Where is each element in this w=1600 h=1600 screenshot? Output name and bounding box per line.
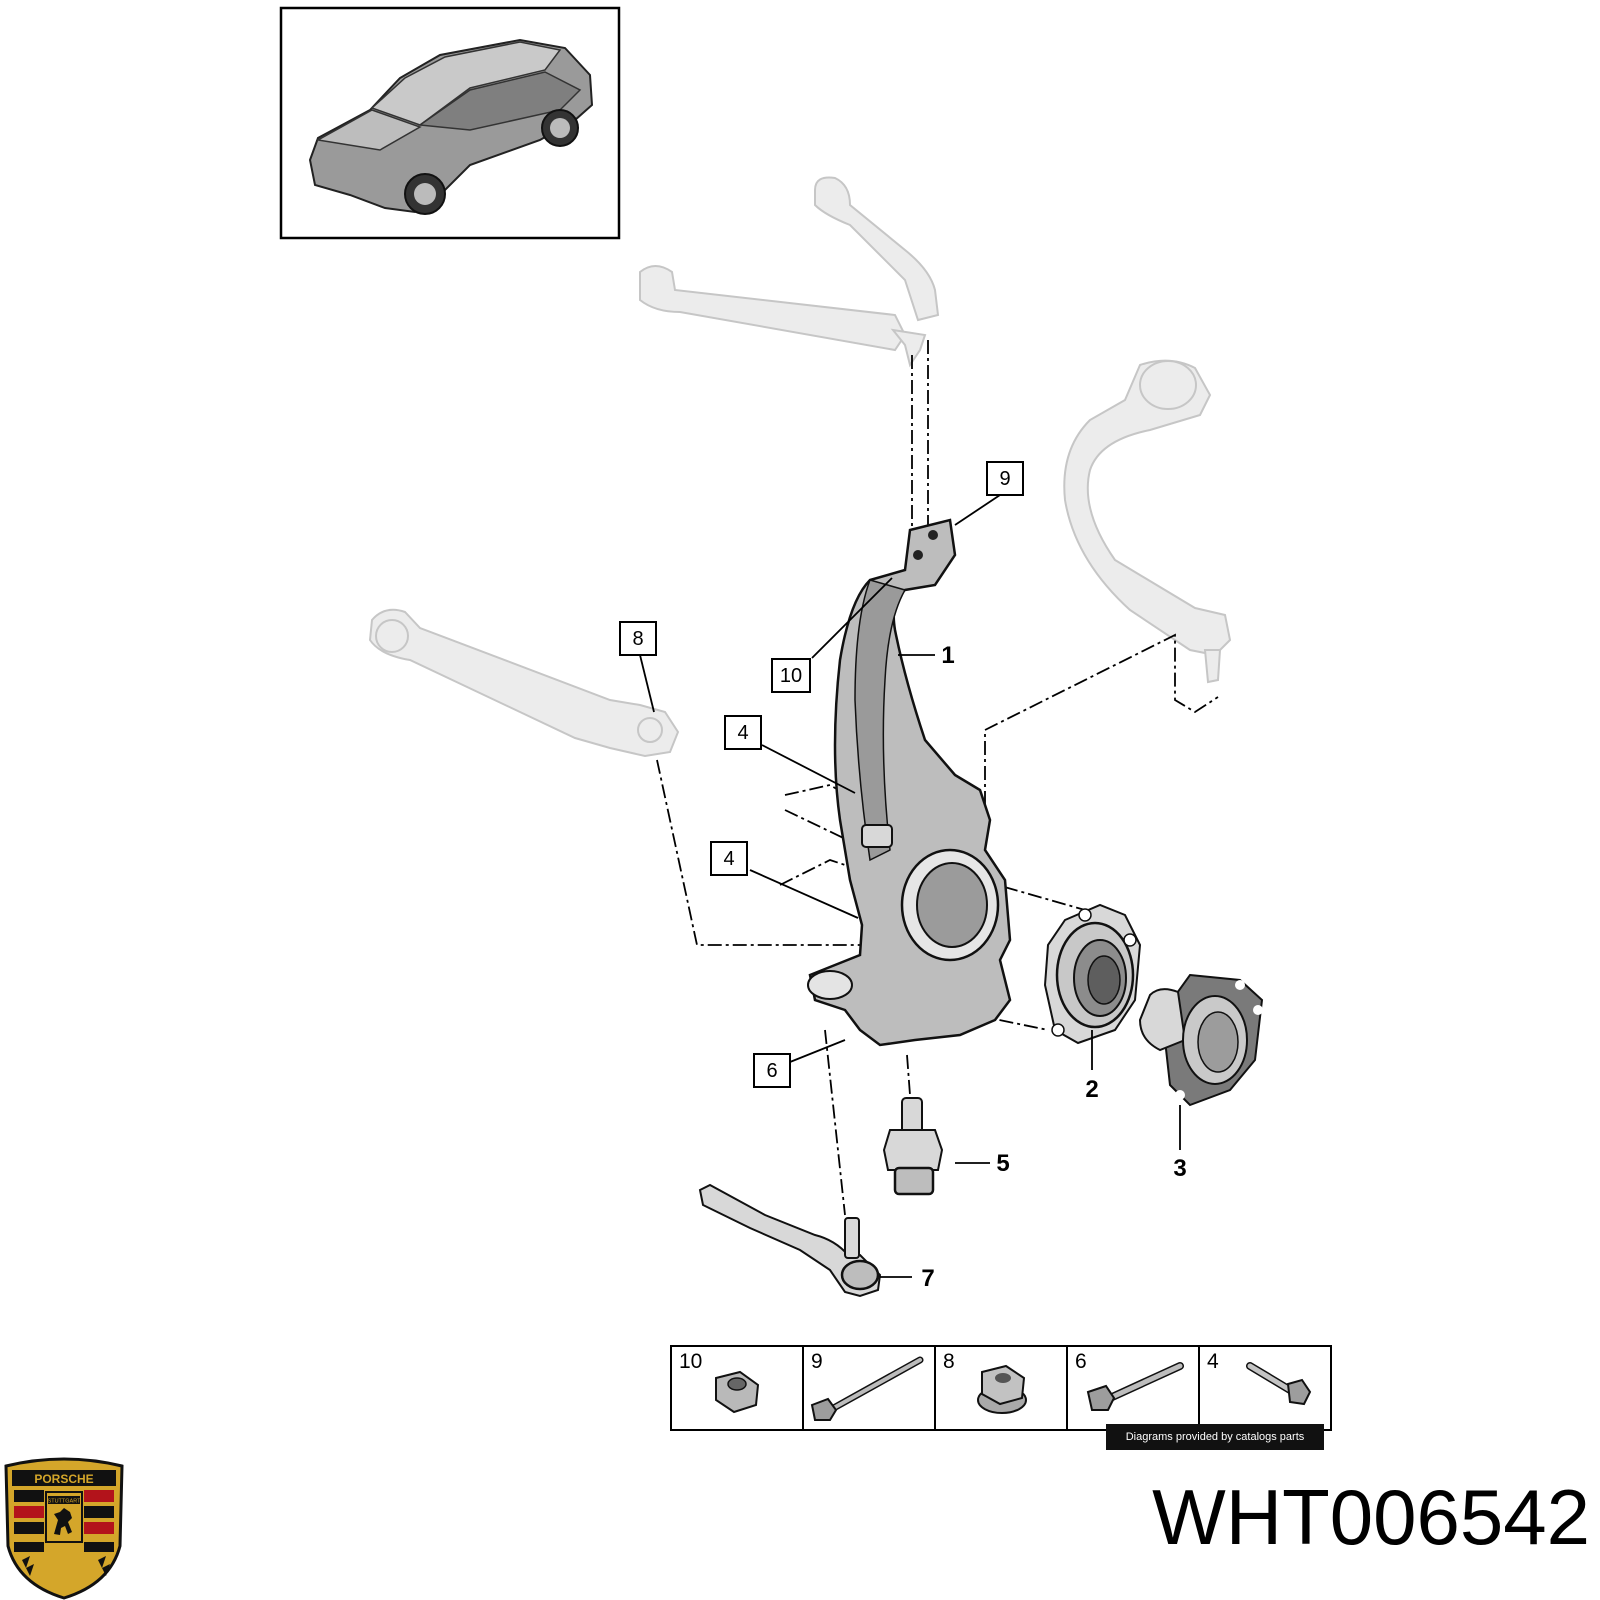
suv-illustration — [308, 38, 594, 215]
long-bolt-icon — [810, 1356, 924, 1421]
legend-num-4: 4 — [1207, 1350, 1219, 1373]
lower-control-arm-ghost — [368, 608, 680, 758]
label-2: 2 — [1085, 1076, 1098, 1103]
callout-6: 6 — [753, 1053, 791, 1088]
callout-4-upper: 4 — [724, 715, 762, 750]
rear-upper-arm-ghost — [1063, 359, 1232, 684]
label-1: 1 — [941, 642, 954, 669]
callout-4-lower-label: 4 — [723, 848, 734, 870]
callout-4-upper-label: 4 — [737, 722, 748, 744]
leader-lines — [639, 494, 1181, 1278]
steering-knuckle — [807, 518, 1012, 1047]
label-3: 3 — [1173, 1155, 1186, 1182]
horse-icon — [54, 1508, 72, 1535]
logo-brand-text: PORSCHE — [34, 1472, 93, 1486]
callout-10: 10 — [771, 658, 811, 693]
label-7: 7 — [921, 1265, 934, 1292]
callout-8-label: 8 — [632, 628, 643, 650]
part-number: WHT006542 — [1152, 1473, 1590, 1561]
callout-4-lower: 4 — [710, 841, 748, 876]
callout-6-label: 6 — [766, 1060, 777, 1082]
legend-cell-4 — [1198, 1345, 1332, 1431]
ball-joint — [882, 1097, 944, 1196]
legend-num-10: 10 — [679, 1350, 702, 1373]
bolt-icon — [1086, 1362, 1184, 1411]
hex-nut-icon — [715, 1370, 760, 1414]
short-bolt-icon — [1246, 1362, 1312, 1406]
logo-city-text: STUTTGART — [48, 1499, 82, 1505]
wheel-bearing — [1043, 903, 1142, 1045]
callout-10-label: 10 — [780, 665, 802, 687]
legend-num-9: 9 — [811, 1350, 823, 1373]
callout-8: 8 — [619, 621, 657, 656]
wheel-hub — [1138, 973, 1264, 1107]
callout-9-label: 9 — [999, 468, 1010, 490]
callout-9: 9 — [986, 461, 1024, 496]
vehicle-thumbnail — [279, 6, 621, 240]
diagram-credit: Diagrams provided by catalogs parts — [1106, 1424, 1324, 1450]
flange-nut-icon — [977, 1364, 1027, 1414]
upper-control-arm-ghost — [639, 176, 940, 368]
porsche-crest-logo: PORSCHE STUTTGART — [4, 1457, 124, 1600]
legend-num-8: 8 — [943, 1350, 955, 1373]
tie-rod-end — [698, 1183, 882, 1298]
legend-num-6: 6 — [1075, 1350, 1087, 1373]
fastener-legend: 10 9 8 6 4 — [670, 1345, 1332, 1431]
label-5: 5 — [996, 1150, 1009, 1177]
